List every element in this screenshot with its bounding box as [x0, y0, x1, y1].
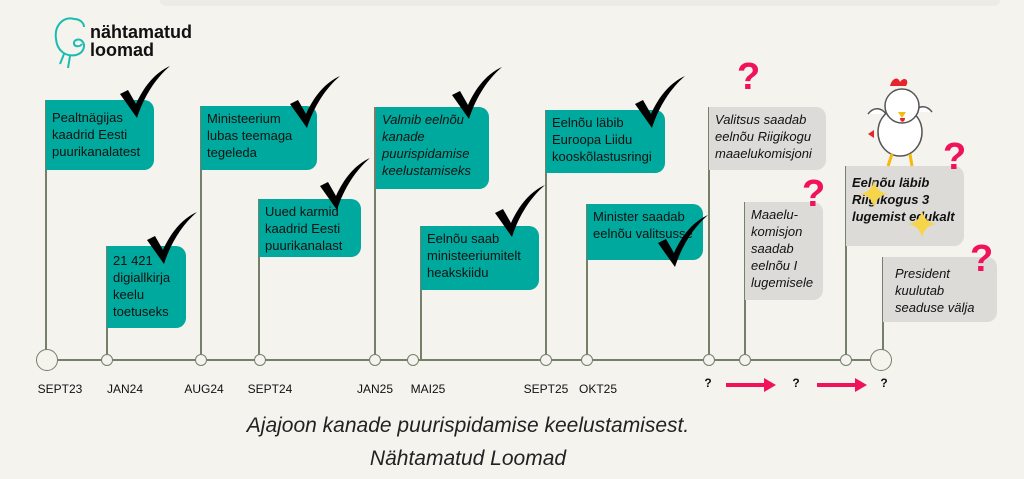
event-card: Eelnõu läbib Euroopa Liidu kooskõlastusr…	[546, 110, 665, 173]
timeline-node	[407, 354, 419, 366]
date-label: ?	[880, 376, 888, 390]
checkmark-icon	[320, 158, 370, 210]
checkmark-icon	[658, 215, 708, 267]
event-card: 21 421 digiallkirja keelu toetuseks	[107, 246, 186, 328]
event-card: Eelnõu saab ministeeriumitelt heakskiidu	[421, 226, 539, 290]
date-label: JAN24	[106, 382, 144, 396]
checkmark-icon	[635, 76, 685, 128]
event-card: Maaelu-komisjon saadab eelnõu I lugemise…	[745, 202, 823, 300]
arrow-right-icon	[726, 378, 776, 392]
timeline-axis	[46, 359, 881, 361]
checkmark-icon	[495, 185, 545, 237]
date-label: SEPT24	[247, 382, 293, 396]
checkmark-icon	[120, 66, 170, 118]
question-mark-icon: ?	[970, 238, 994, 280]
timeline-end-node	[870, 349, 892, 371]
timeline-node	[703, 354, 715, 366]
flag-pole	[845, 166, 847, 360]
hen-icon	[867, 78, 933, 167]
question-mark-icon: ?	[943, 136, 967, 178]
arrow-right-icon	[817, 378, 867, 392]
checkmark-icon	[290, 76, 340, 128]
flag-pole	[258, 199, 260, 360]
flag-pole	[200, 106, 202, 360]
sparkle-icon	[860, 180, 936, 238]
flag-pole	[374, 107, 376, 360]
date-label: OKT25	[578, 382, 618, 396]
event-card: Eelnõu läbib Riigikogus 3 lugemist eduka…	[846, 166, 964, 246]
timeline-node	[195, 354, 207, 366]
checkmark-icon	[452, 67, 502, 119]
bird-logo-icon	[54, 17, 85, 69]
timeline-node	[254, 354, 266, 366]
top-bar	[160, 0, 1000, 6]
flag-pole	[545, 110, 547, 360]
event-card: President kuulutab seaduse välja	[883, 257, 997, 322]
date-label: SEPT23	[37, 382, 83, 396]
event-card: Valmib eelnõu kanade puurispidamise keel…	[376, 107, 489, 189]
date-label: MAI25	[410, 382, 446, 396]
date-label: SEPT25	[523, 382, 569, 396]
timeline-node	[739, 354, 751, 366]
caption-title: Ajajoon kanade puurispidamise keelustami…	[246, 414, 690, 437]
timeline-node	[581, 354, 593, 366]
checkmark-icon	[147, 212, 197, 264]
flag-pole	[45, 100, 47, 360]
date-label: JAN25	[356, 382, 394, 396]
timeline-node	[101, 354, 113, 366]
caption-author: Nähtamatud Loomad	[369, 447, 567, 470]
flag-pole	[420, 226, 422, 360]
flag-pole	[708, 107, 710, 360]
date-label: ?	[792, 376, 800, 390]
timeline-node	[540, 354, 552, 366]
event-card: Uued karmid kaadrid Eesti puurikanalast	[259, 199, 361, 257]
timeline-node	[840, 354, 852, 366]
event-card: Valitsus saadab eelnõu Riigikogu maaeluk…	[709, 107, 826, 170]
question-mark-icon: ?	[737, 56, 761, 98]
event-card: Minister saadab eelnõu valitsusse	[587, 204, 703, 260]
timeline-start-node	[36, 349, 58, 371]
flag-pole	[586, 204, 588, 360]
timeline-node	[369, 354, 381, 366]
question-mark-icon: ?	[802, 173, 826, 215]
event-card: Ministeerium lubas teemaga tegeleda	[201, 106, 317, 170]
date-label: ?	[704, 376, 712, 390]
date-label: AUG24	[184, 382, 224, 396]
